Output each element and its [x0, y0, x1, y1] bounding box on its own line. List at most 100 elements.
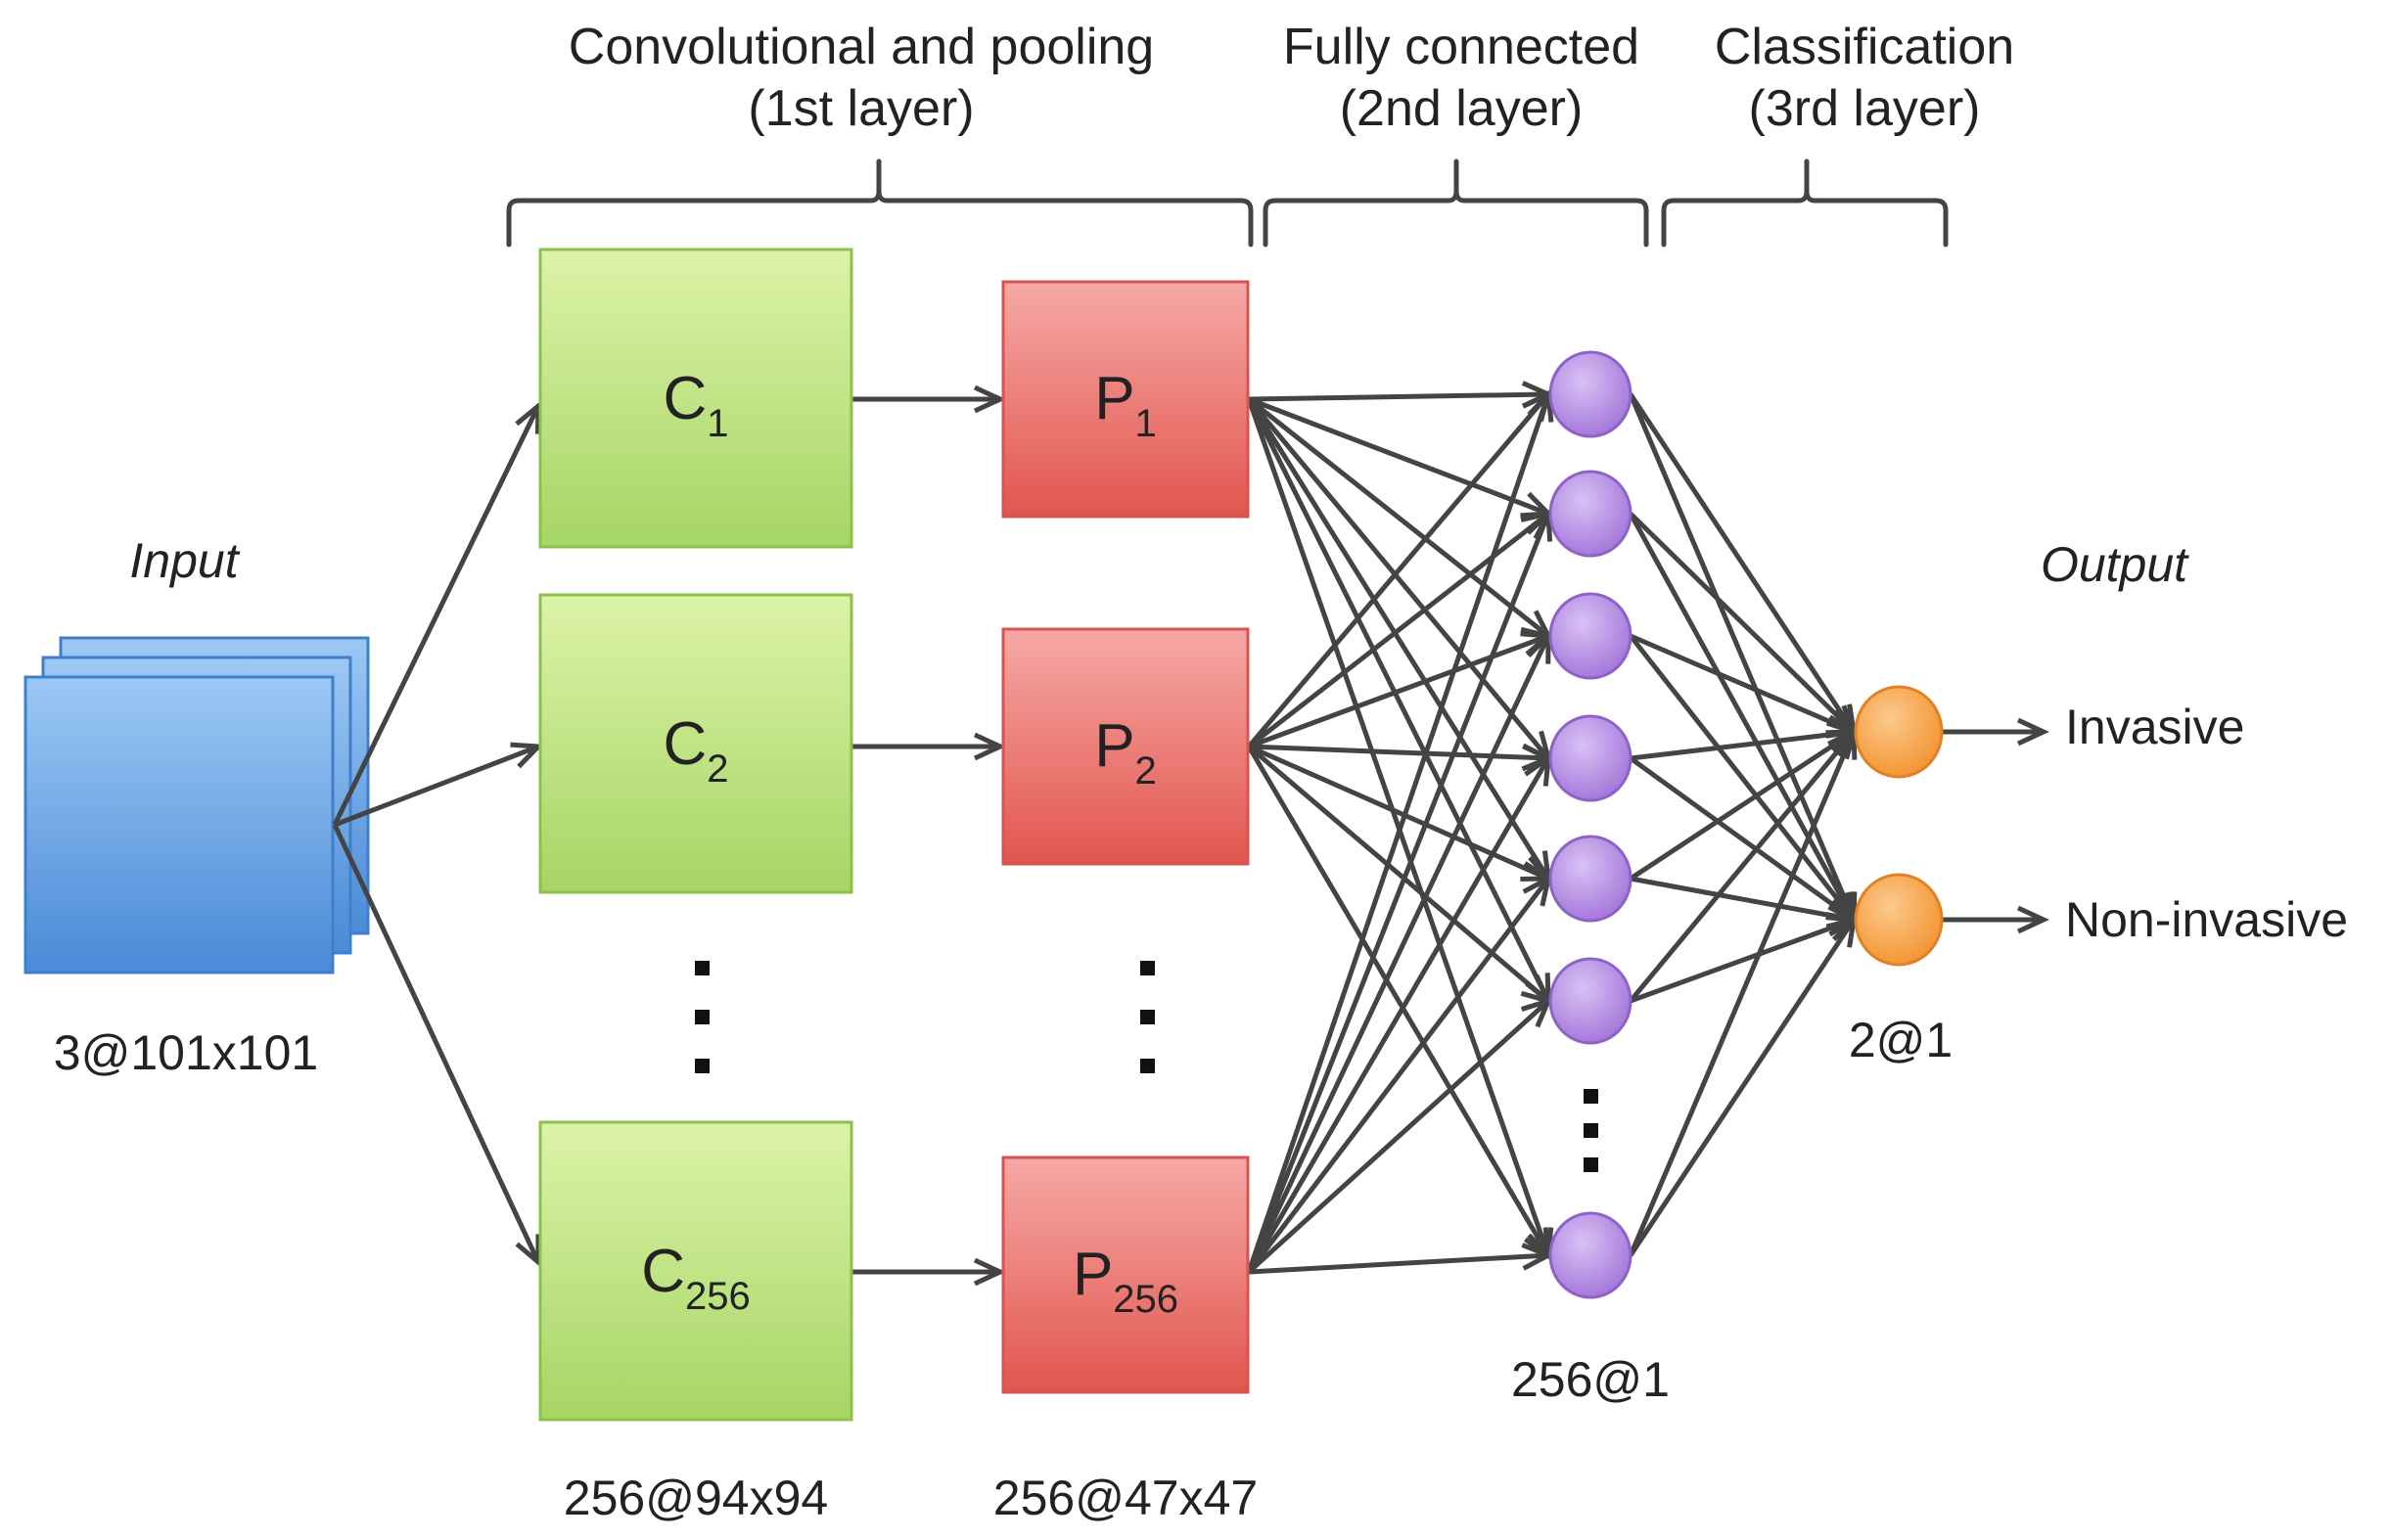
fc-ellipsis: [1584, 1089, 1598, 1172]
edge-pool-1-to-fc-6: [1246, 397, 1551, 1003]
pool-node-1-subscript: 1: [1135, 402, 1157, 445]
pool-node-256-subscript: 256: [1113, 1278, 1178, 1321]
edge-pool-2-to-fc-4: [1248, 744, 1549, 761]
out-dims: 2@1: [1849, 1013, 1953, 1067]
pool-node-1: P1: [1001, 280, 1250, 519]
edge-pool-3-to-fc-5: [1247, 877, 1550, 1274]
svg-text:P256: P256: [1073, 1241, 1178, 1321]
edge-input-to-conv-256-arrowhead: [515, 1234, 541, 1268]
edge-conv-1-to-pool-1-arrowhead: [973, 385, 1006, 414]
fully-connected-header-line2: (2nd layer): [1340, 80, 1584, 137]
edge-fc-2-to-out-1: [1629, 512, 1856, 734]
edge-pool-3-to-fc-1: [1246, 393, 1551, 1273]
pool-node-2: P2: [1001, 627, 1250, 866]
pool-node-2-subscript: 2: [1135, 749, 1157, 793]
output-label: Output: [2041, 537, 2189, 592]
svg-text:C2: C2: [663, 710, 728, 791]
edge-fc-1-to-out-1: [1628, 392, 1857, 734]
classification-brace: [1661, 159, 1949, 248]
input-label: Input: [129, 533, 240, 588]
input-layer-front: [23, 675, 335, 974]
conv-pool-brace: [506, 159, 1254, 248]
conv-node-1-subscript: 1: [707, 402, 728, 445]
edge-pool-2-to-fc-5: [1247, 744, 1550, 882]
edge-pool-3-to-fc-2: [1246, 513, 1551, 1273]
pool-node-2-letter: P: [1094, 712, 1134, 780]
edge-pool-1-to-fc-5: [1246, 397, 1551, 881]
edge-input-to-conv-2: [334, 744, 539, 828]
pool-dims: 256@47x47: [993, 1471, 1258, 1525]
fully-connected-header-line1: Fully connected: [1283, 19, 1639, 75]
conv-node-2-subscript: 2: [707, 747, 728, 791]
conv-node-1: C1: [538, 248, 853, 549]
edge-fc-4-to-out-2: [1629, 755, 1856, 923]
edge-fc-6-to-out-1: [1629, 730, 1856, 1003]
edge-fc-7-to-out-2: [1628, 918, 1857, 1257]
edge-out-2-to-non-invasive-arrowhead: [2016, 905, 2049, 934]
pool-node-1-letter: P: [1094, 365, 1134, 432]
fc-neuron-6: [1548, 957, 1632, 1045]
edge-fc-5-to-out-2: [1630, 876, 1855, 923]
pool-node-256: P256: [1001, 1155, 1250, 1394]
output-neuron-2: [1854, 873, 1944, 967]
conv-node-2-letter: C: [663, 710, 707, 778]
conv-node-2: C2: [538, 593, 853, 894]
edge-fc-7-to-out-1: [1628, 731, 1857, 1256]
edge-pool-3-to-fc-5-arrowhead: [1522, 874, 1552, 907]
edge-fc-4-to-out-1: [1630, 729, 1855, 761]
classification-header-line1: Classification: [1715, 19, 2014, 75]
output-neuron-1: [1854, 685, 1944, 779]
edge-fc-1-to-out-2: [1628, 393, 1857, 921]
edge-pool-1-to-fc-4: [1247, 397, 1550, 760]
edge-pool-3-to-fc-3: [1246, 634, 1551, 1274]
edge-pool-1-to-fc-1: [1248, 391, 1549, 402]
edge-fc-7-to-out-2-arrowhead: [1828, 915, 1858, 948]
edge-pool-2-to-fc-1: [1247, 392, 1550, 748]
edge-input-to-conv-1: [332, 404, 541, 827]
svg-text:C256: C256: [641, 1238, 751, 1318]
edge-pool-3-to-fc-6: [1247, 999, 1550, 1274]
fully-connected-brace: [1263, 159, 1649, 248]
edge-pool-3-to-fc-2-arrowhead: [1526, 508, 1553, 542]
edge-input-to-conv-256: [332, 823, 541, 1264]
conv-ellipsis: [695, 961, 710, 1073]
edge-fc-6-to-out-2: [1630, 917, 1855, 1004]
edge-pool-3-to-fc-7-arrowhead: [1521, 1243, 1554, 1271]
edge-pool-3-to-fc-4: [1246, 756, 1551, 1274]
fc-neuron-5: [1548, 835, 1632, 923]
fc-neuron-3: [1548, 592, 1632, 680]
edge-fc-3-to-out-2: [1629, 634, 1856, 922]
fully-connected-neurons: [1548, 350, 1632, 1299]
edge-fc-2-to-out-2: [1628, 512, 1857, 922]
edge-pool-1-to-fc-3: [1247, 397, 1550, 638]
input-dims: 3@101x101: [54, 1025, 318, 1080]
conv-node-256-letter: C: [641, 1238, 685, 1305]
pool-node-256-letter: P: [1073, 1241, 1113, 1308]
edge-pool-3-to-fc-4-arrowhead: [1524, 752, 1552, 787]
edge-pool-2-to-fc-2: [1247, 512, 1550, 748]
edge-pool-3-to-fc-1-arrowhead: [1527, 388, 1554, 423]
edge-fc-5-to-out-1: [1629, 729, 1856, 882]
svg-text:P1: P1: [1094, 365, 1157, 445]
conv-node-1-letter: C: [663, 365, 707, 432]
edge-fc-7-to-out-1-arrowhead: [1831, 726, 1858, 760]
edge-pool-2-to-fc-6: [1247, 745, 1550, 1003]
conv-node-256-subscript: 256: [685, 1275, 751, 1318]
conv-pool-header-line2: (1st layer): [748, 80, 974, 137]
conv-node-256: C256: [538, 1120, 853, 1422]
edge-fc-3-to-out-1: [1630, 633, 1855, 735]
edge-out-1-to-invasive-arrowhead: [2016, 717, 2049, 747]
edge-pool-3-to-fc-3-arrowhead: [1525, 630, 1551, 664]
conv-dims: 256@94x94: [564, 1471, 828, 1525]
fc-dims: 256@1: [1511, 1352, 1670, 1407]
output-neurons: [1854, 685, 1944, 967]
edge-conv-2-to-pool-2-arrowhead: [973, 732, 1006, 761]
edge-conv-256-to-pool-256-arrowhead: [973, 1257, 1006, 1287]
svg-text:C1: C1: [663, 365, 728, 445]
fc-neuron-4: [1548, 714, 1632, 802]
fc-neuron-2: [1548, 470, 1632, 558]
edge-pool-1-to-fc-2: [1248, 396, 1549, 517]
conv-pool-header-line1: Convolutional and pooling: [569, 19, 1154, 75]
edge-pool-2-to-fc-3: [1248, 633, 1549, 749]
